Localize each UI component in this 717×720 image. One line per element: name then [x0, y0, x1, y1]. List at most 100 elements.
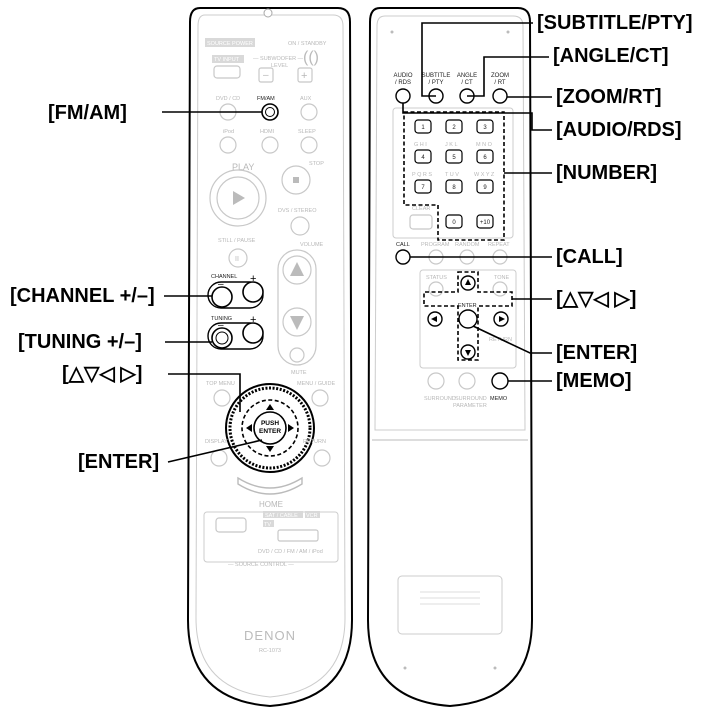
- key-7-label: 7: [421, 185, 425, 191]
- play-label: PLAY: [232, 162, 254, 172]
- surround-button[interactable]: [427, 372, 445, 390]
- fm-am-key-label: FM/AM: [257, 96, 275, 102]
- key-2[interactable]: [445, 119, 463, 134]
- channel-plus-button[interactable]: [242, 281, 264, 303]
- cursor-left-icon[interactable]: [246, 424, 252, 432]
- audio-rds-key-label-1: AUDIO: [393, 73, 412, 79]
- dvd-line-label: DVD / CD / FM / AM / iPod: [258, 549, 323, 555]
- source-control-label: — SOURCE CONTROL —: [228, 562, 294, 568]
- key-0-label: 0: [452, 220, 456, 226]
- callout-cursor-left: [△▽◁ ▷]: [62, 363, 142, 385]
- push-enter-button[interactable]: [253, 411, 287, 445]
- cursor-dashed-outline: [423, 271, 513, 361]
- memo-key-label: MEMO: [490, 396, 508, 402]
- back-remote-inner-outline: [374, 15, 526, 431]
- zoom-rt-key-label-2: / RT: [494, 80, 506, 86]
- front-remote-inner-outline: [195, 14, 346, 698]
- key-5[interactable]: [445, 149, 463, 164]
- callout-fm-am: [FM/AM]: [48, 102, 127, 124]
- vcr-label: VCR: [306, 513, 318, 519]
- top-menu-button[interactable]: [213, 389, 231, 407]
- letters-mno: M N O: [476, 142, 493, 148]
- numpad-dashed-outline: [403, 111, 505, 241]
- play-button[interactable]: [209, 169, 267, 227]
- screw-bottom-right: [493, 666, 497, 670]
- sat-cable-badge: [263, 511, 303, 518]
- volume-rocker[interactable]: [277, 249, 317, 366]
- push-label: PUSH: [261, 420, 279, 427]
- subwoofer-label: — SUBWOOFER —: [253, 56, 304, 62]
- menu-guide-button[interactable]: [311, 389, 329, 407]
- home-label: HOME: [259, 500, 283, 509]
- key-7[interactable]: [414, 179, 432, 194]
- channel-minus-button[interactable]: [211, 286, 233, 308]
- tuning-plus-button[interactable]: [242, 322, 264, 344]
- volume-down-icon: [290, 316, 304, 330]
- call-button[interactable]: [395, 249, 411, 265]
- dvs-stereo-button[interactable]: [290, 216, 310, 236]
- audio-rds-button[interactable]: [395, 88, 411, 104]
- key-6-label: 6: [483, 155, 487, 161]
- back-cursor-up-icon: [465, 279, 471, 285]
- surround-parameter-button[interactable]: [458, 372, 476, 390]
- tv-input-button[interactable]: [213, 65, 241, 79]
- level-minus-button[interactable]: [258, 67, 274, 83]
- volume-up-button[interactable]: [282, 255, 312, 285]
- key-3[interactable]: [476, 119, 494, 134]
- key-8[interactable]: [445, 179, 463, 194]
- key-8-label: 8: [452, 185, 456, 191]
- left-callouts: [FM/AM] [CHANNEL +/–] [TUNING +/–] [△▽◁ …: [10, 102, 263, 473]
- key-plus10[interactable]: [476, 214, 494, 229]
- stop-icon: [293, 177, 299, 183]
- source-slide-switch[interactable]: [277, 529, 319, 542]
- tone-button[interactable]: [492, 281, 508, 297]
- back-enter-button[interactable]: [458, 309, 478, 329]
- sleep-button[interactable]: [300, 136, 318, 154]
- mute-button[interactable]: [289, 347, 305, 363]
- play-icon: [233, 191, 245, 205]
- model-label: RC-1073: [259, 648, 281, 654]
- tv-label: TV: [264, 522, 271, 528]
- tv-badge: [263, 520, 274, 527]
- key-0[interactable]: [445, 214, 463, 229]
- still-pause-button[interactable]: [228, 248, 248, 268]
- cursor-down-icon[interactable]: [266, 446, 274, 452]
- hdmi-label: HDMI: [260, 129, 275, 135]
- hdmi-button[interactable]: [261, 136, 279, 154]
- clear-button[interactable]: [409, 214, 433, 230]
- key-9[interactable]: [476, 179, 494, 194]
- key-1[interactable]: [414, 119, 432, 134]
- level-plus-glyph: +: [301, 70, 307, 82]
- level-minus-glyph: –: [263, 70, 269, 81]
- stop-button[interactable]: [281, 165, 311, 195]
- return-label: RETURN: [303, 439, 326, 445]
- tuning-minus-button[interactable]: [211, 327, 233, 349]
- level-plus-button[interactable]: [297, 67, 313, 83]
- key-plus10-label: +10: [480, 220, 491, 226]
- return-button[interactable]: [313, 449, 331, 467]
- key-2-label: 2: [452, 125, 456, 131]
- status-button[interactable]: [428, 281, 444, 297]
- cursor-right-icon[interactable]: [288, 424, 294, 432]
- letters-jkl: J K L: [445, 142, 458, 148]
- screw-top-left: [390, 30, 394, 34]
- volume-down-button[interactable]: [282, 307, 312, 337]
- key-6[interactable]: [476, 149, 494, 164]
- fm-am-button[interactable]: [261, 103, 279, 121]
- zoom-rt-button[interactable]: [492, 88, 508, 104]
- key-4[interactable]: [414, 149, 432, 164]
- memo-button[interactable]: [491, 372, 509, 390]
- angle-ct-key-label-2: / CT: [461, 80, 473, 86]
- source-control-button[interactable]: [215, 517, 247, 533]
- callout-cursor-right: [△▽◁ ▷]: [556, 288, 636, 310]
- channel-key-label: CHANNEL: [211, 274, 237, 280]
- ipod-button[interactable]: [219, 136, 237, 154]
- cursor-up-icon[interactable]: [266, 404, 274, 410]
- home-button[interactable]: [237, 476, 303, 495]
- aux-button[interactable]: [300, 103, 318, 121]
- dvd-cd-label: DVD / CD: [216, 96, 240, 102]
- back-cursor-down-icon: [465, 350, 471, 356]
- key-5-label: 5: [452, 155, 456, 161]
- tuning-key-label: TUNING: [211, 316, 232, 322]
